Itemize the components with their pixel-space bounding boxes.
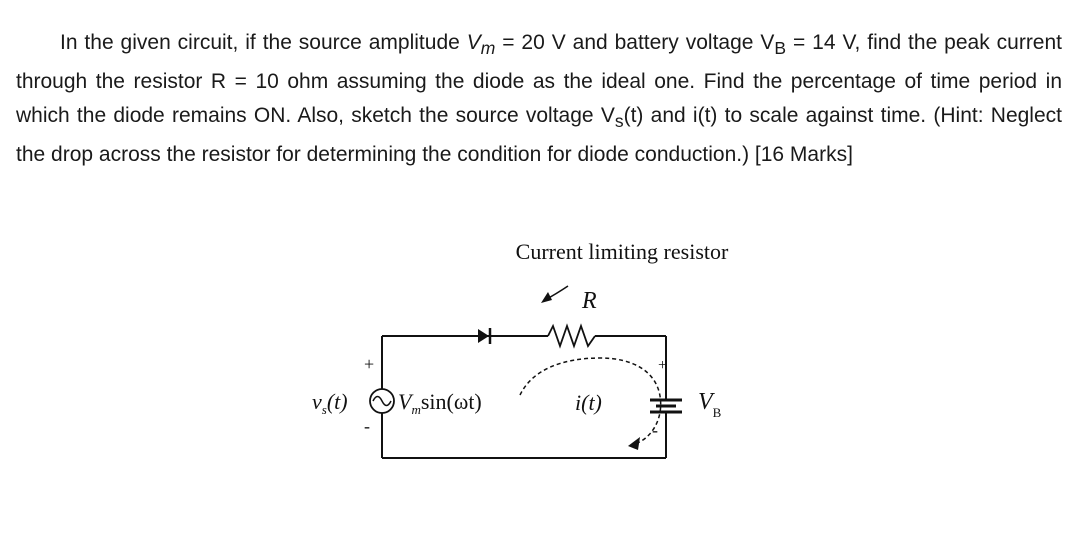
source-plus: +: [364, 354, 374, 374]
question-tail: (t) and i(t) to scale against time. (Hin…: [16, 104, 1062, 167]
source-label: vs(t): [312, 389, 348, 417]
question-text: In the given circuit, if the source ampl…: [16, 26, 1062, 172]
battery-label: VB: [698, 389, 722, 420]
resistor-zigzag: [547, 323, 596, 349]
caption-arrowhead: [541, 292, 552, 303]
battery-minus: -: [652, 420, 658, 440]
battery-plus: +: [658, 357, 667, 374]
vs-subscript: s: [614, 111, 624, 132]
resistor-caption: Current limiting resistor: [516, 239, 729, 264]
current-label: i(t): [575, 390, 602, 415]
vb-subscript: B: [774, 38, 787, 59]
vm-symbol: V: [466, 31, 481, 54]
vm-value: = 20 V and battery voltage V: [495, 31, 775, 54]
resistor-label: R: [581, 288, 597, 314]
ac-source-icon: [369, 388, 395, 414]
question-body: current through the resistor R = 10 ohm …: [16, 31, 1062, 128]
source-minus: -: [364, 416, 370, 436]
source-expression: Vmsin(ωt): [398, 389, 482, 417]
vb-value: = 14 V, find the peak: [786, 31, 997, 54]
diode-icon: [478, 328, 492, 344]
current-loop-arrow: [519, 357, 662, 450]
vm-subscript: m: [480, 38, 496, 59]
question-intro: In the given circuit, if the source ampl…: [60, 31, 467, 54]
battery-icon: [650, 398, 682, 414]
